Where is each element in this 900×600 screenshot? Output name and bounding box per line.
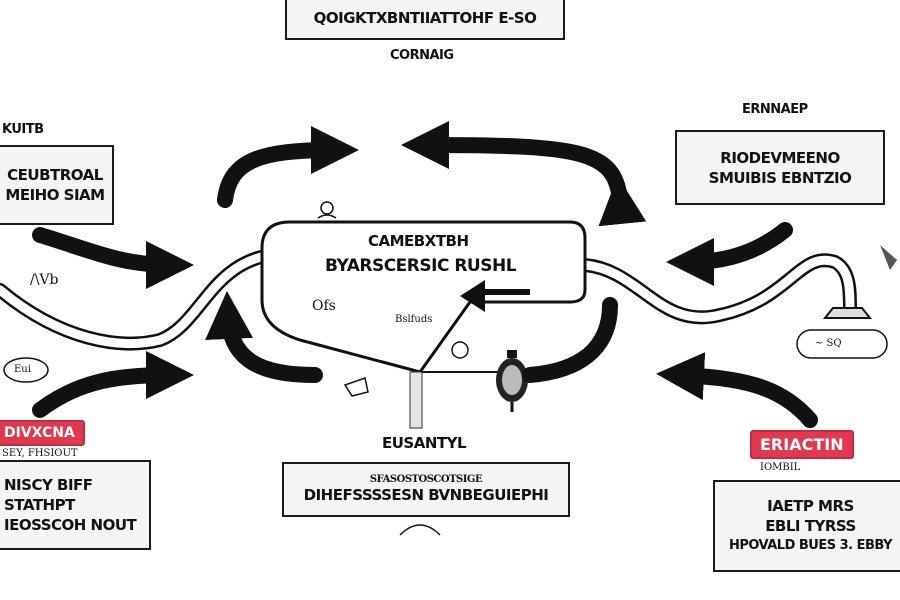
left-bottom-subcaption: SEY, FHSIOUT	[2, 448, 78, 459]
left-bottom-line3: IEOSSCOH NOUT	[4, 516, 137, 534]
left-bottom-line1: NISCY BIFF	[4, 476, 93, 494]
hub-line2: BYARSCERSIC RUSHL	[325, 256, 517, 276]
arrow-canister-return	[522, 297, 618, 383]
bottom-center-heading: EUSANTYL	[382, 434, 467, 452]
arrow-left-top	[32, 227, 194, 289]
hand-sketch-icon	[343, 377, 369, 397]
left-mid-annotation: /\Vb	[30, 272, 59, 288]
arrow-left-bottom	[32, 351, 194, 418]
right-bottom-line1: IAETP MRS	[767, 497, 854, 515]
left-oval-text: Eui	[14, 364, 31, 375]
right-pipe	[584, 253, 873, 325]
bottom-center-line1: DIHEFSSSSESN BVNBEGUIEPHI	[303, 486, 549, 504]
left-top-heading: KUITB	[2, 122, 44, 137]
left-pipe	[0, 248, 277, 351]
hub-note-left: Ofs	[312, 298, 336, 314]
arrow-right-bottom	[656, 352, 818, 428]
arrow-top-right	[401, 121, 647, 227]
hub-shape	[260, 220, 587, 429]
right-bottom-line2: EBLI TYRSS	[765, 517, 856, 535]
right-top-line2: SMUIBIS EBNTZIO	[708, 168, 852, 187]
valve-canister-icon	[496, 350, 528, 412]
top-box: QOIGKTXBNTIIATTOHF E-SO	[285, 0, 565, 40]
left-bottom-badge: DIVXCNA	[0, 420, 85, 446]
bottom-center-box: SFASOSTOSCOTSIGE DIHEFSSSSESN BVNBEGUIEP…	[282, 462, 570, 517]
hub-note-center: Bslfuds	[395, 314, 433, 325]
top-box-text: QOIGKTXBNTIIATTOHF E-SO	[313, 9, 537, 27]
arrow-hub-left	[205, 291, 323, 383]
right-bottom-subcaption: IOMBIL	[760, 462, 801, 473]
arrow-right-top	[666, 222, 793, 286]
left-oval	[3, 357, 49, 383]
left-top-line1: CEUBTROAL	[7, 166, 103, 184]
right-oval	[796, 329, 888, 359]
left-top-box: CEUBTROAL MEIHO SIAM	[0, 145, 114, 225]
right-bottom-badge: ERIACTIN	[750, 430, 854, 459]
leaf-icon	[880, 245, 897, 270]
left-bottom-line2: STATHPT	[4, 496, 75, 514]
right-top-line1: RIODEVMEENO	[720, 148, 840, 167]
right-oval-text: ~ SQ	[815, 338, 842, 349]
tree-sketch-icon	[399, 524, 441, 536]
right-bottom-box: IAETP MRS EBLI TYRSS HPOVALD BUES 3. EBB…	[713, 480, 900, 572]
right-top-box: RIODEVMEENO SMUIBIS EBNTZIO	[675, 130, 885, 205]
lightbulb-icon	[317, 201, 469, 359]
bottom-center-subcaption: SFASOSTOSCOTSIGE	[369, 474, 483, 485]
left-top-line2: MEIHO SIAM	[5, 186, 105, 204]
arrow-top-left	[217, 126, 359, 208]
right-top-heading: ERNNAEP	[742, 102, 808, 117]
left-bottom-box: NISCY BIFF STATHPT IEOSSCOH NOUT	[0, 460, 151, 550]
arrows	[32, 121, 818, 428]
top-caption: CORNAIG	[390, 48, 454, 63]
right-bottom-line3: HPOVALD BUES 3. EBBY	[728, 538, 893, 553]
hub-line1: CAMEBXTBH	[368, 232, 469, 250]
